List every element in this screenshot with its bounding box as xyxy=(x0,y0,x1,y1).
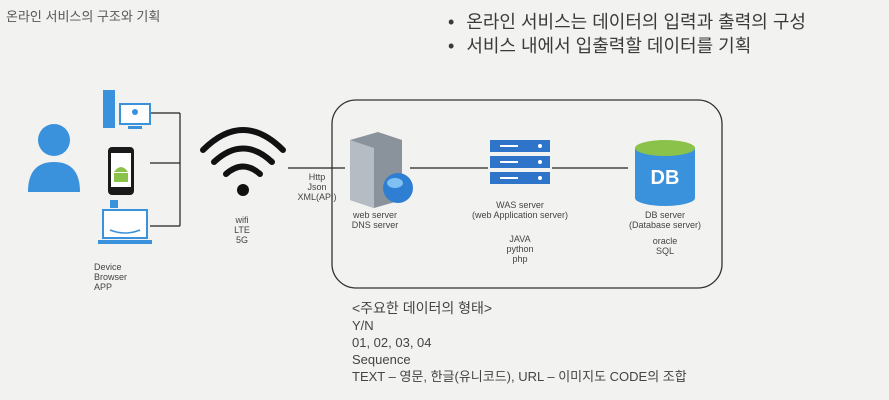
smartphone-icon xyxy=(108,147,134,195)
db-server-label: DB server (Database server) xyxy=(628,210,702,230)
data-types-notes: <주요한 데이터의 형태> Y/N 01, 02, 03, 04 Sequenc… xyxy=(352,300,687,385)
was-tech-list: JAVA python php xyxy=(506,234,534,264)
desktop-icon xyxy=(103,90,151,129)
notes-line: Sequence xyxy=(352,352,411,367)
web-server-icon xyxy=(350,132,413,208)
was-server-icon xyxy=(490,140,550,184)
connector-lines xyxy=(150,112,628,227)
bullet-item: 온라인 서비스는 데이터의 입력과 출력의 구성 xyxy=(448,10,806,34)
web-server-label: web server DNS server xyxy=(351,210,399,230)
notes-line: TEXT – 영문, 한글(유니코드), URL – 이미지도 CODE의 조합 xyxy=(352,369,687,384)
page-title: 온라인 서비스의 구조와 기획 xyxy=(6,9,161,24)
client-label: Device Browser APP xyxy=(94,262,128,292)
bullet-list: 온라인 서비스는 데이터의 입력과 출력의 구성 서비스 내에서 입출력할 데이… xyxy=(448,10,806,58)
was-server-label: WAS server (web Application server) xyxy=(471,200,569,220)
network-label: wifi LTE 5G xyxy=(234,215,250,245)
server-group-box xyxy=(331,99,723,289)
db-logo-text: DB xyxy=(651,167,680,189)
laptop-icon xyxy=(98,200,152,244)
bullet-item: 서비스 내에서 입출력할 데이터를 기획 xyxy=(448,34,806,58)
wifi-icon xyxy=(200,127,286,177)
protocol-label: Http Json XML(API) xyxy=(297,172,337,202)
notes-heading: <주요한 데이터의 형태> xyxy=(352,300,493,316)
notes-line: Y/N xyxy=(352,318,374,333)
db-tech-list: oracle SQL xyxy=(652,236,678,256)
notes-line: 01, 02, 03, 04 xyxy=(352,335,432,350)
wifi-dot xyxy=(237,184,249,196)
user-icon xyxy=(28,124,80,192)
database-icon: DB xyxy=(635,140,695,206)
